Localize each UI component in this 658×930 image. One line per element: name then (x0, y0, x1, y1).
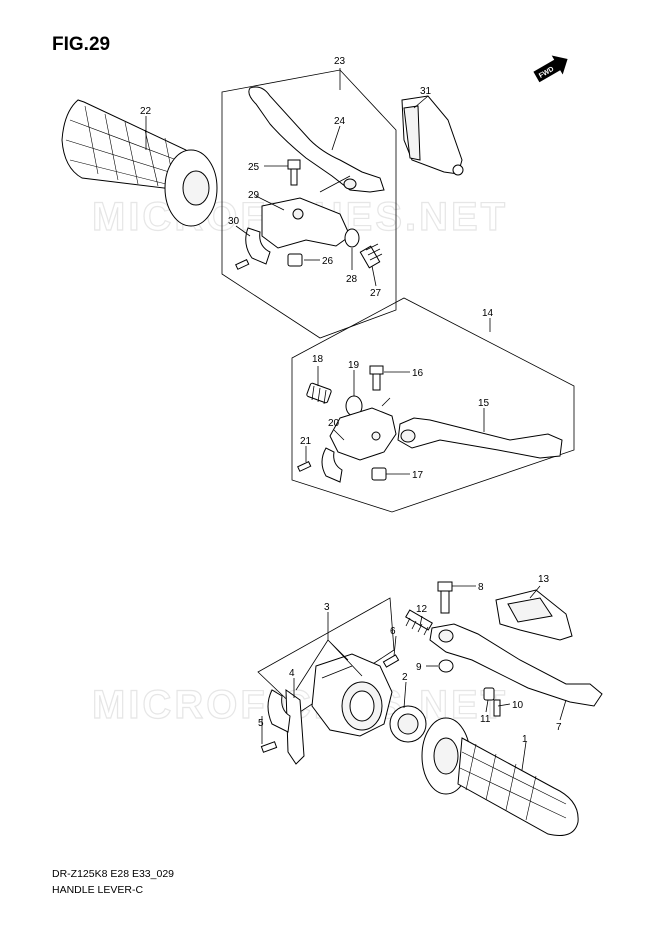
part-number: 22 (140, 106, 152, 117)
leader-lines (145, 68, 567, 771)
part-number: 9 (416, 662, 422, 673)
part-number: 20 (328, 418, 340, 429)
clamp-middle (321, 447, 343, 483)
screw-21 (297, 460, 312, 472)
part-number: 4 (289, 668, 295, 679)
group-frame-middle (291, 297, 575, 513)
part-number: 17 (412, 470, 424, 481)
switch-housing (311, 653, 393, 737)
adjuster-18 (306, 382, 332, 405)
part-number: 5 (258, 718, 264, 729)
adjuster-27 (359, 243, 383, 269)
screw-10 (493, 699, 501, 717)
screw-30 (235, 258, 250, 270)
grip-right (421, 717, 579, 836)
part-number: 13 (538, 574, 550, 585)
part-number: 19 (348, 360, 360, 371)
forward-arrow-icon: FWD (533, 55, 568, 83)
part-number: 28 (346, 274, 358, 285)
throttle-cam (389, 705, 427, 743)
lever-holder-middle (329, 397, 397, 461)
part-number: 12 (416, 604, 428, 615)
part-number: 2 (402, 672, 408, 683)
part-number-labels: 1 2 3 4 5 6 7 8 9 10 11 12 13 14 15 16 1… (140, 56, 562, 745)
part-number: 27 (370, 288, 382, 299)
nut-17 (371, 467, 387, 481)
lever-upper (248, 86, 385, 193)
part-number: 10 (512, 700, 524, 711)
lever-cover (401, 95, 464, 176)
part-number: 26 (322, 256, 334, 267)
part-number: 23 (334, 56, 346, 67)
washer-9 (438, 659, 454, 673)
figure-title: FIG.29 (52, 34, 111, 55)
part-number: 30 (228, 216, 240, 227)
part-number: 6 (390, 626, 396, 637)
part-number: 8 (478, 582, 484, 593)
part-number: 1 (522, 734, 528, 745)
nut-26 (287, 253, 303, 267)
part-number: 29 (248, 190, 260, 201)
spring-12 (405, 609, 433, 636)
clamp-top (245, 227, 271, 265)
washer-28 (344, 228, 360, 248)
part-number: 24 (334, 116, 346, 127)
lever-holder-top (261, 175, 351, 249)
lever-middle (397, 417, 563, 459)
part-number: 11 (480, 714, 491, 725)
part-number: 15 (478, 398, 490, 409)
part-number: 14 (482, 308, 494, 319)
bolt-25 (287, 159, 301, 186)
screw-5 (260, 741, 278, 753)
grip-left (61, 99, 218, 227)
lever-bottom (429, 623, 603, 707)
lever-cover-bottom (495, 589, 573, 641)
part-number: 21 (300, 436, 312, 447)
part-number: 31 (420, 86, 432, 97)
bolt-16 (369, 365, 384, 391)
bolt-8 (437, 581, 453, 614)
footer-section-name: HANDLE LEVER-C (52, 884, 144, 896)
footer-model-code: DR-Z125K8 E28 E33_029 (52, 868, 174, 880)
nut-11 (483, 687, 495, 701)
part-number: 7 (556, 722, 562, 733)
screw-6 (382, 654, 400, 668)
part-number: 16 (412, 368, 424, 379)
part-number: 3 (324, 602, 330, 613)
part-number: 18 (312, 354, 324, 365)
part-number: 25 (248, 162, 260, 173)
clamp-4 (285, 689, 305, 765)
